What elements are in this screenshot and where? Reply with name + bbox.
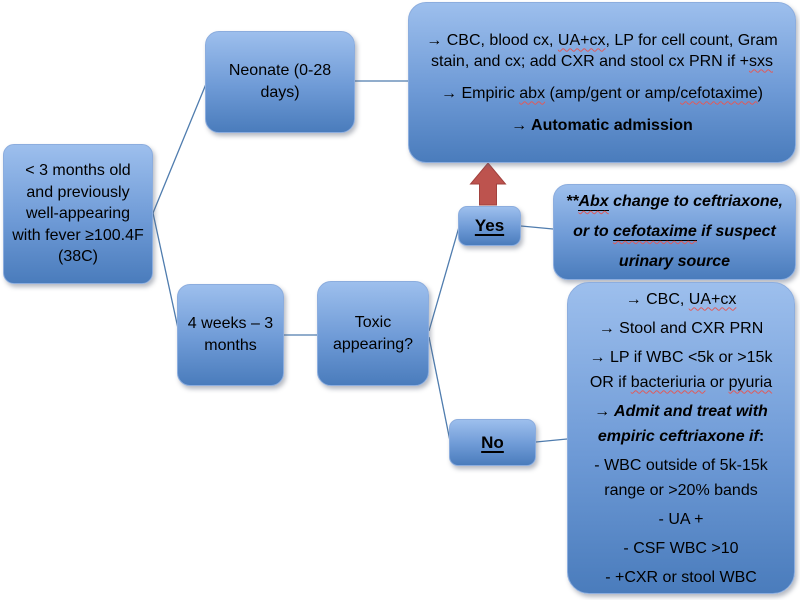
text-run: → LP if WBC <5k or >15k OR if (589, 348, 773, 391)
misspelled-term: pyuria (728, 373, 773, 391)
abx-change-note-text: **Abx change to ceftriaxone, or to cefot… (562, 187, 787, 277)
neonate-workup-box: → CBC, blood cx, UA+cx, LP for cell coun… (408, 2, 796, 163)
root-condition-box: < 3 months old and previously well-appea… (3, 144, 153, 284)
criteria-line: - CSF WBC >10 (623, 539, 739, 557)
age-4wk-3mo-box: 4 weeks – 3 months (177, 284, 284, 386)
workup-line: → CBC, UA+cx (626, 287, 737, 312)
connector-line (152, 83, 207, 214)
neonate-box: Neonate (0-28 days) (205, 31, 355, 133)
connector-line (535, 438, 568, 443)
text-run: or (705, 373, 729, 391)
admission-arrow-icon (469, 162, 507, 206)
text-run: change to ceftriaxone, or to (573, 193, 783, 240)
abx-change-note-box: **Abx change to ceftriaxone, or to cefot… (553, 184, 796, 280)
misspelled-term: UA+cx (688, 290, 737, 308)
yes-box: Yes (458, 206, 521, 246)
text-run: (amp/gent or amp/ (545, 84, 681, 102)
toxic-appearing-box: Toxic appearing? (317, 281, 429, 386)
yes-label: Yes (474, 216, 505, 235)
misspelled-term: cefotaxime (680, 84, 758, 102)
text-run: if suspect urinary source (618, 223, 776, 270)
root-condition-label: < 3 months old and previously well-appea… (12, 162, 144, 266)
no-label: No (481, 432, 504, 452)
workup-line: → LP if WBC <5k or >15k OR if bacteriuri… (576, 345, 786, 395)
connector-line (152, 212, 180, 334)
misspelled-term: Abx (578, 193, 609, 211)
text-run: → CBC, blood cx, (426, 31, 558, 49)
neonate-abx-line: → Empiric abx (amp/gent or amp/cefotaxim… (441, 83, 763, 104)
text-run: → Admit and treat with empiric ceftriaxo… (594, 402, 768, 445)
misspelled-term: abx (519, 84, 546, 102)
age-4wk-3mo-label: 4 weeks – 3 months (187, 315, 274, 354)
criteria-line: - WBC outside of 5k-15k range or >20% ba… (594, 456, 768, 499)
connector-line (428, 226, 460, 332)
toxic-appearing-label: Toxic appearing? (332, 313, 414, 353)
misspelled-term: sxs (748, 52, 773, 70)
misspelled-term: cefotaxime (613, 223, 697, 241)
workup-line: → Stool and CXR PRN (598, 319, 764, 337)
neonate-workup-line: → CBC, blood cx, UA+cx, LP for cell coun… (421, 30, 783, 72)
text-run: : (758, 427, 765, 445)
no-box: No (449, 419, 536, 466)
admit-criteria-header: → Admit and treat with empiric ceftriaxo… (576, 399, 786, 449)
non-toxic-workup-box: → CBC, UA+cx → Stool and CXR PRN → LP if… (567, 282, 795, 594)
neonate-label: Neonate (0-28 days) (228, 62, 332, 101)
misspelled-term: UA+cx (557, 31, 606, 49)
misspelled-term: bacteriuria (630, 373, 706, 391)
criteria-line: - UA + (658, 510, 704, 528)
automatic-admission-line: → Automatic admission (511, 116, 693, 134)
criteria-line: - +CXR or stool WBC (605, 568, 757, 586)
text-run: ) (757, 84, 763, 102)
connector-line (520, 225, 554, 230)
text-run: ** (566, 193, 579, 210)
text-run: , LP for cell count, Gram stain, and cx;… (431, 31, 778, 70)
text-run: → CBC, (625, 290, 689, 308)
connector-line (428, 336, 451, 442)
text-run: → Empiric (441, 84, 520, 102)
